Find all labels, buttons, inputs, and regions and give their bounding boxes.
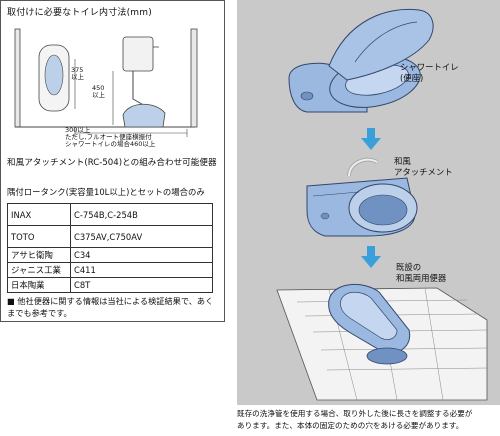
dim-375-label: 375 以上 [71,66,84,81]
brand-cell: 日本陶業 [7,277,71,293]
models-cell: C8T [70,277,213,293]
dim-300-note: 300以上 ただし,フルオート便座横振付 シャワートイレの場合460以上 [65,126,156,148]
brand-cell: アサヒ衛陶 [7,247,71,263]
side-view-tank [122,36,154,72]
existing-squat-toilet [328,283,411,365]
brand-cell: TOTO [7,225,71,248]
table-row: 日本陶業 C8T [7,277,213,293]
label-shower-toilet: シャワートイレ (便座) [400,62,459,83]
tank-condition-title: 隅付ロータンク(実容量10L以上)とセットの場合のみ [7,187,205,197]
flush-pipe [132,71,148,108]
compatible-toilets-table: INAX C-754B,C-254B TOTO C375AV,C750AV アサ… [7,203,213,293]
back-wall [190,28,198,128]
top-view-bowl [44,54,64,96]
dim-450-label: 450 以上 [92,84,105,99]
combination-title: 和風アタッチメント(RC-504)との組み合わせ可能便器 [7,158,217,168]
models-cell: C411 [70,262,213,278]
installation-illustration [276,8,488,401]
side-view-bowl [122,103,166,128]
table-row: INAX C-754B,C-254B [7,203,213,226]
down-arrow-icon [361,128,381,150]
toilet-dimension-diagram [14,28,198,137]
washlet-attachment [306,157,418,237]
down-arrow-icon [361,246,381,268]
shower-toilet-seat [288,8,434,113]
models-cell: C34 [70,247,213,263]
installation-caption: 既存の洗浄管を使用する場合、取り外した後に長さを調整する必要が あります。また、… [237,409,473,430]
table-row: ジャニス工業 C411 [7,262,213,278]
brand-cell: INAX [7,203,71,226]
brand-cell: ジャニス工業 [7,262,71,278]
models-cell: C375AV,C750AV [70,225,213,248]
table-row: TOTO C375AV,C750AV [7,225,213,248]
table-row: アサヒ衛陶 C34 [7,247,213,263]
requirements-panel: 取付けに必要なトイレ内寸法(mm) 375 以上 450 以上 300以上 ただ… [0,0,225,322]
side-wall [14,28,21,128]
reference-footnote: ■ 他社便器に関する情報は当社による検証結果で、あくまでも参考です。 [7,296,214,318]
label-existing-toilet: 既設の 和風両用便器 [396,262,447,283]
label-attachment: 和風 アタッチメント [394,156,453,177]
models-cell: C-754B,C-254B [70,203,213,226]
dimensions-title: 取付けに必要なトイレ内寸法(mm) [7,8,152,18]
